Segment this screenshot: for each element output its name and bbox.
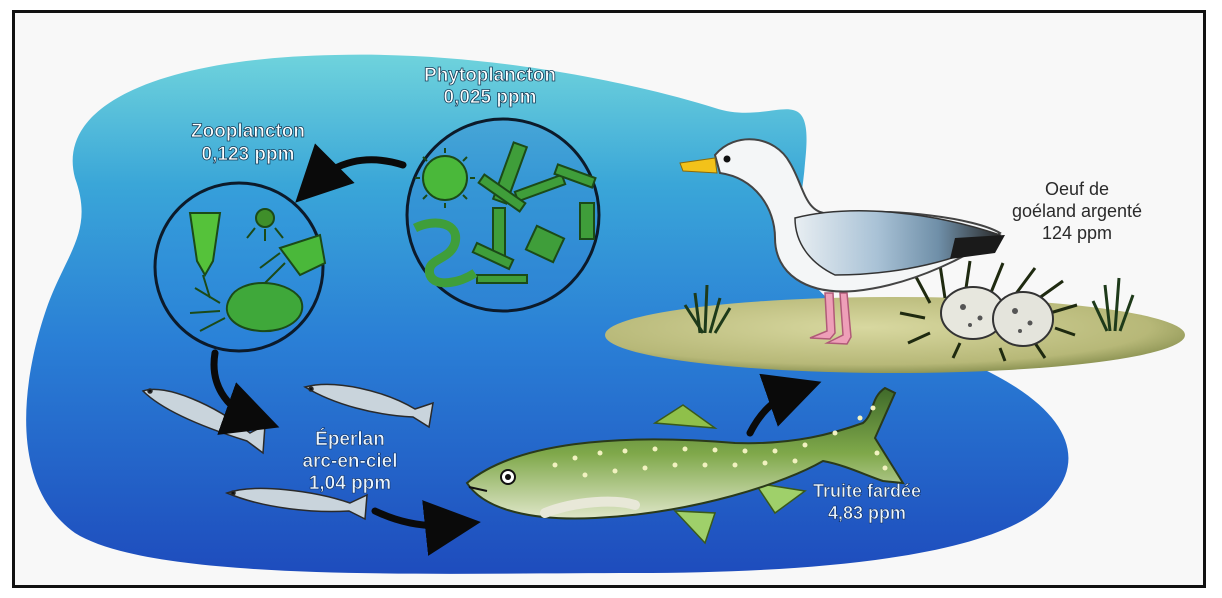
food-chain-diagram: Phytoplancton 0,025 ppm Zooplancton 0,12… [15, 13, 1203, 585]
trout-ppm: 4,83 ppm [828, 503, 906, 523]
phytoplankton-name: Phytoplancton [424, 65, 556, 86]
label-phytoplankton: Phytoplancton 0,025 ppm [424, 65, 556, 108]
label-smelt: Éperlan arc-en-ciel 1,04 ppm [302, 428, 397, 494]
phytoplankton-ppm: 0,025 ppm [444, 87, 537, 108]
label-gull-egg: Oeuf de goéland argenté 124 ppm [1012, 179, 1142, 243]
diagram-frame: Phytoplancton 0,025 ppm Zooplancton 0,12… [12, 10, 1206, 588]
trout-name: Truite fardée [813, 481, 921, 501]
gull-egg-line1: Oeuf de [1045, 179, 1109, 199]
zooplankton-ppm: 0,123 ppm [202, 144, 295, 165]
phytoplankton-circle [407, 119, 599, 311]
smelt-line2: arc-en-ciel [302, 451, 397, 472]
zooplankton-name: Zooplancton [191, 121, 305, 142]
zooplankton-circle [155, 183, 325, 351]
gull-egg-ppm: 124 ppm [1042, 223, 1112, 243]
smelt-ppm: 1,04 ppm [309, 473, 391, 494]
smelt-line1: Éperlan [315, 428, 385, 450]
gull-egg-line2: goéland argenté [1012, 201, 1142, 221]
